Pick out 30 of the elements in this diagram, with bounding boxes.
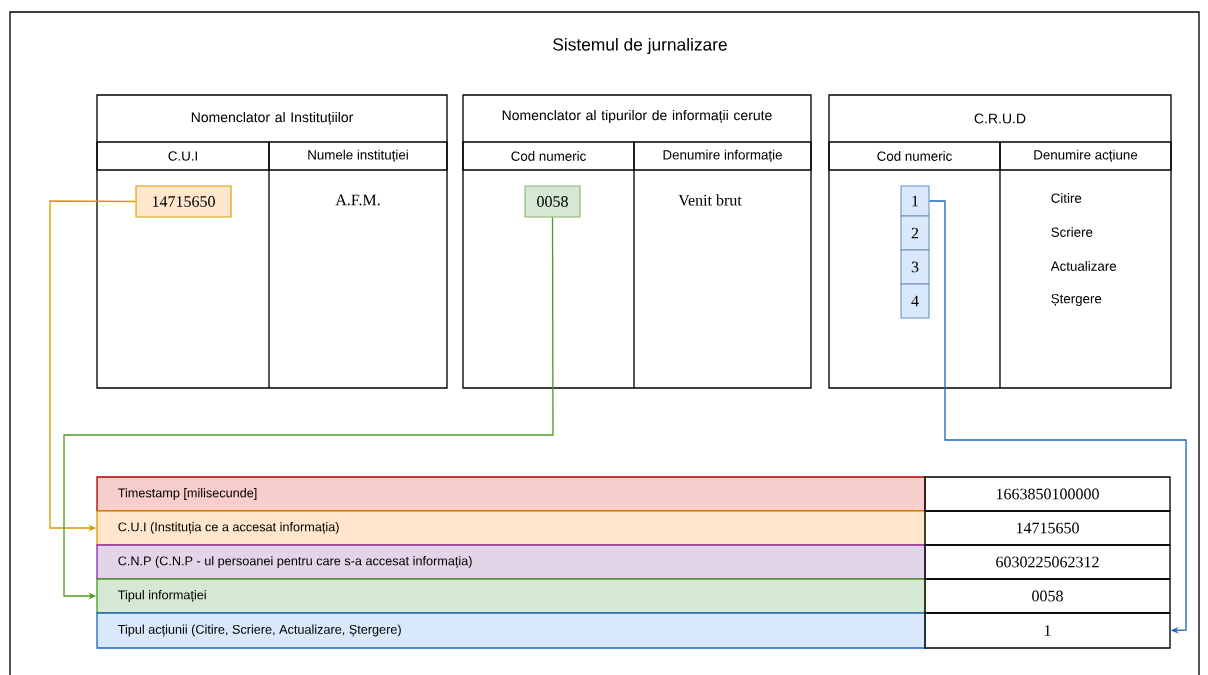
column-header: Numele instituției [268,141,448,171]
value-box: 3 [900,249,930,285]
value-cell: 1663850100000 [924,476,1171,512]
column-header: Denumire informație [633,141,812,171]
field-row: C.U.I (Instituția ce a accesat informația) [96,510,926,546]
column-header: Denumire acțiune [999,141,1172,171]
cell-text: Citire [1051,193,1082,203]
cell-text: Ștergere [1051,293,1102,307]
value-box: 1 [900,185,930,217]
value-box: 2 [900,215,930,251]
cell-text: Actualizare [1050,261,1117,271]
value-cell: 1 [924,612,1171,649]
field-row: Timestamp [milisecunde] [96,476,926,512]
value-cell: 6030225062312 [924,544,1171,580]
title: Sistemul de jurnalizare [553,37,727,55]
field-row: Tipul acțiunii (Citire, Scriere, Actualizare, Ștergere) [96,612,926,649]
cell-text: Venit brut [678,194,742,206]
column-header: Cod numeric [828,141,1001,171]
column-header: C.U.I [96,141,270,171]
cell-text: Scriere [1051,227,1093,237]
value-box: 4 [900,283,930,319]
value-box: 14715650 [135,185,232,218]
cell-text: A.F.M. [335,194,380,206]
field-row: Tipul informației [96,578,926,614]
value-box: 0058 [524,185,581,218]
value-cell: 0058 [924,578,1171,614]
value-cell: 14715650 [924,510,1171,546]
field-row: C.N.P (C.N.P - ul persoanei pentru care s-a accesat informația) [96,544,926,580]
connector-arrow [928,200,1187,634]
column-header: Cod numeric [462,141,635,171]
